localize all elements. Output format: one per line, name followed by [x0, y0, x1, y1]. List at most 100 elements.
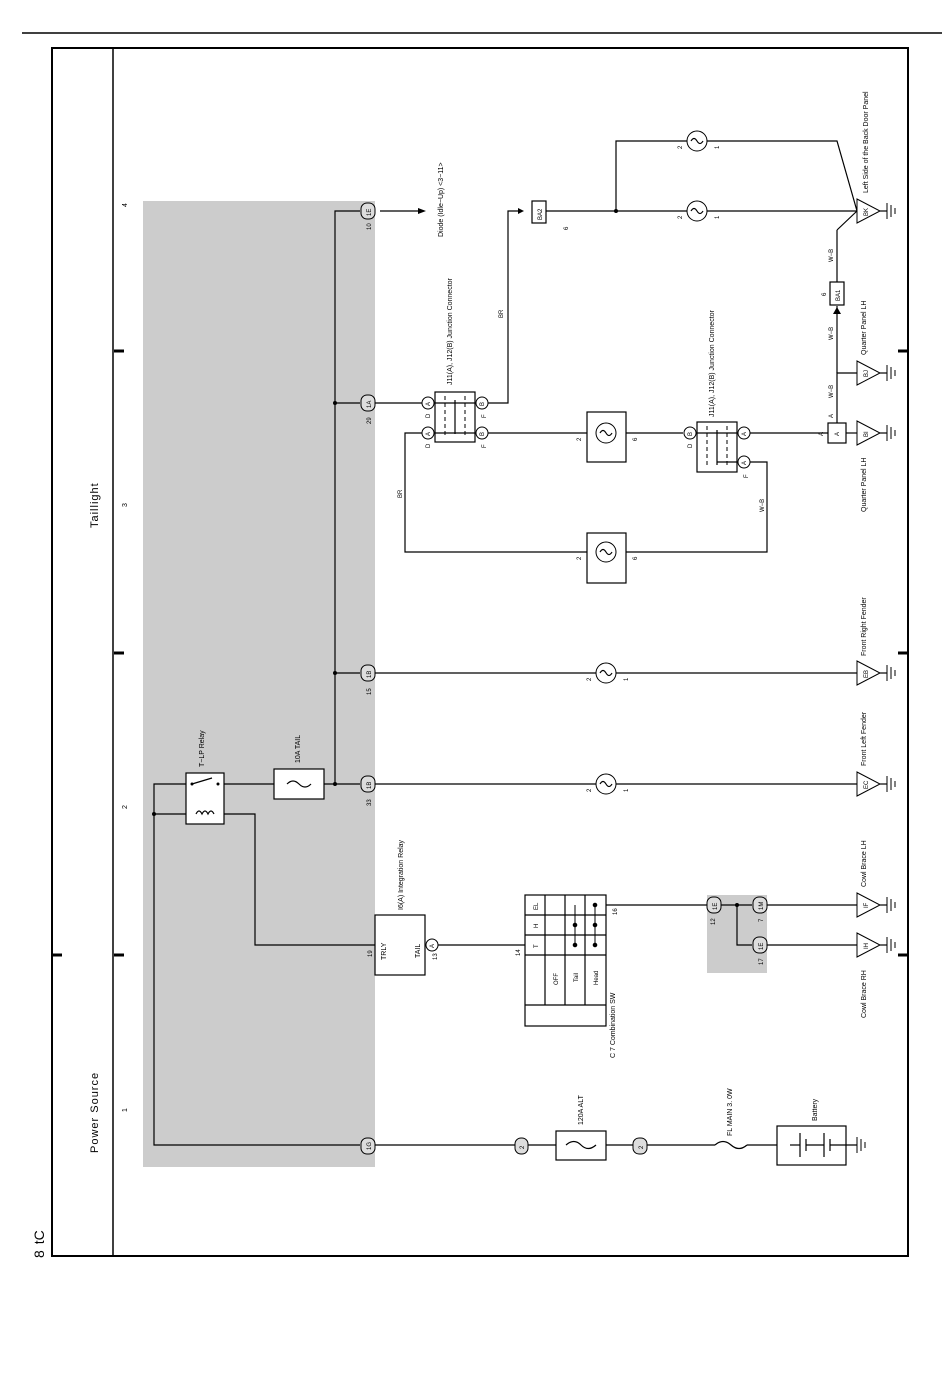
ground-ih-desc: Cowl Brace RH — [861, 970, 868, 1018]
svg-text:W−B: W−B — [829, 385, 835, 398]
battery-label: Battery — [812, 1098, 819, 1121]
section-taillight: Taillight — [89, 482, 101, 528]
svg-text:B: B — [480, 432, 486, 436]
svg-text:14: 14 — [516, 949, 522, 956]
svg-text:1: 1 — [715, 215, 721, 219]
svg-text:A: A — [819, 432, 825, 436]
svg-text:2: 2 — [678, 215, 684, 219]
svg-text:EL: EL — [534, 902, 540, 910]
connector-1g: 1G — [360, 1137, 376, 1155]
svg-text:BA2: BA2 — [538, 208, 544, 220]
svg-text:1A: 1A — [367, 401, 373, 408]
ground-bi-desc: Quarter Panel LH — [861, 458, 868, 512]
svg-text:F: F — [744, 474, 750, 478]
ground-eb: EB Front Right Fender — [856, 597, 896, 686]
ba2-circuit: BA2 6 2 1 2 1 — [531, 130, 858, 230]
svg-text:7: 7 — [759, 918, 765, 922]
svg-text:A: A — [835, 432, 841, 436]
svg-text:W−B: W−B — [829, 249, 835, 262]
svg-text:A: A — [829, 414, 835, 418]
svg-text:D: D — [426, 443, 432, 448]
t-lp-relay-label: T−LP Relay — [199, 730, 206, 767]
svg-text:1: 1 — [624, 677, 630, 681]
integration-relay: TRLY TAIL I6(A) Integration Relay 19 13 … — [368, 839, 525, 976]
svg-text:A: A — [742, 432, 748, 436]
svg-text:Tail: Tail — [574, 973, 580, 982]
tail-lamp-box-1: 2 6 — [577, 411, 639, 463]
grid-number-4: 4 — [122, 203, 129, 207]
svg-text:15: 15 — [367, 688, 373, 695]
lamp-circuit-1b-33: 1B 33 2 1 — [360, 773, 857, 806]
svg-text:6: 6 — [633, 556, 639, 560]
ground-ec-desc: Front Left Fender — [861, 711, 868, 766]
tail-label: TAIL — [415, 944, 422, 958]
grid-number-2: 2 — [122, 805, 129, 809]
grid-number-1: 1 — [122, 1108, 129, 1112]
lamp-circuit-1b-15: 1B 15 2 1 — [360, 662, 857, 695]
svg-text:33: 33 — [367, 799, 373, 806]
ground-bk: BK Left Side of the Back Door Panel — [856, 91, 896, 224]
ground-if: IF Cowl Brace LH — [856, 840, 896, 918]
svg-text:1: 1 — [715, 145, 721, 149]
svg-text:1B: 1B — [367, 671, 373, 678]
ground-a-circuit: A A A W−B W−B BA1 6 W−B — [750, 210, 858, 444]
svg-text:19: 19 — [368, 950, 374, 957]
svg-text:16: 16 — [613, 908, 619, 915]
ground-bj: BJ Quarter Panel LH — [856, 301, 896, 386]
svg-text:2: 2 — [577, 437, 583, 441]
svg-text:1E: 1E — [759, 943, 765, 950]
svg-text:A: A — [426, 402, 432, 406]
svg-text:1E: 1E — [713, 903, 719, 910]
tail-lamp-box-2: 2 6 — [577, 532, 639, 584]
junction-connector-1: A A B B D D F F J11(A), J12(B) Junction … — [421, 277, 489, 448]
svg-text:A: A — [430, 944, 436, 948]
section-power-source: Power Source — [89, 1072, 101, 1153]
svg-text:W−B: W−B — [829, 327, 835, 340]
trly-label: TRLY — [381, 942, 388, 960]
connector-1e-top: 1E 10 Diode (Idle−Up) <3−11> — [360, 162, 445, 237]
battery-circuit: 120A ALT FL MAIN 3. 0W Battery — [375, 1088, 866, 1166]
junction-connector-1-label: J11(A), J12(B) Junction Connector — [447, 277, 454, 385]
svg-text:BR: BR — [398, 489, 404, 498]
svg-text:6: 6 — [633, 437, 639, 441]
connector-2b: 2 — [632, 1137, 648, 1155]
svg-text:2: 2 — [587, 788, 593, 792]
svg-text:A: A — [742, 461, 748, 465]
svg-text:BJ: BJ — [864, 370, 870, 377]
integration-relay-label: I6(A) Integration Relay — [398, 839, 405, 910]
junction-block-shade — [143, 201, 375, 1167]
junction-connector-2-label: J11(A), J12(B) Junction Connector — [709, 309, 716, 417]
svg-text:H: H — [534, 924, 540, 928]
svg-text:EB: EB — [864, 670, 870, 678]
svg-text:2: 2 — [639, 1145, 645, 1149]
junction-connector-2: B D A A F J11(A), J12(B) Junction Connec… — [683, 309, 751, 478]
t-lp-relay: T−LP Relay — [185, 730, 225, 825]
svg-text:D: D — [426, 413, 432, 418]
svg-text:EC: EC — [864, 780, 870, 789]
svg-text:B: B — [480, 402, 486, 406]
combination-sw-label: C 7 Combination SW — [610, 992, 617, 1058]
fl-main-label: FL MAIN 3. 0W — [727, 1088, 734, 1136]
cowl-splice: 1E 12 1M 7 1E 17 — [606, 896, 857, 965]
fuse-10a-tail: 10A TAIL — [273, 735, 325, 800]
ground-if-desc: Cowl Brace LH — [861, 840, 868, 887]
svg-text:13: 13 — [433, 953, 439, 960]
ground-ih: IH Cowl Brace RH — [856, 932, 896, 1018]
svg-text:1G: 1G — [367, 1142, 373, 1150]
svg-text:OFF: OFF — [554, 973, 560, 985]
svg-text:1E: 1E — [367, 209, 373, 216]
grid-number-3: 3 — [122, 503, 129, 507]
svg-text:B: B — [688, 432, 694, 436]
alt-fuse-label: 120A ALT — [578, 1094, 585, 1125]
svg-text:IF: IF — [864, 902, 870, 908]
svg-text:2: 2 — [678, 145, 684, 149]
svg-text:10: 10 — [367, 223, 373, 230]
svg-text:6: 6 — [822, 292, 828, 296]
connector-1a: 1A 29 — [360, 394, 422, 424]
svg-text:Head: Head — [594, 971, 600, 985]
svg-text:1: 1 — [624, 788, 630, 792]
ground-bj-desc: Quarter Panel LH — [861, 301, 868, 355]
svg-text:T: T — [534, 944, 540, 948]
ground-ec: EC Front Left Fender — [856, 711, 896, 797]
